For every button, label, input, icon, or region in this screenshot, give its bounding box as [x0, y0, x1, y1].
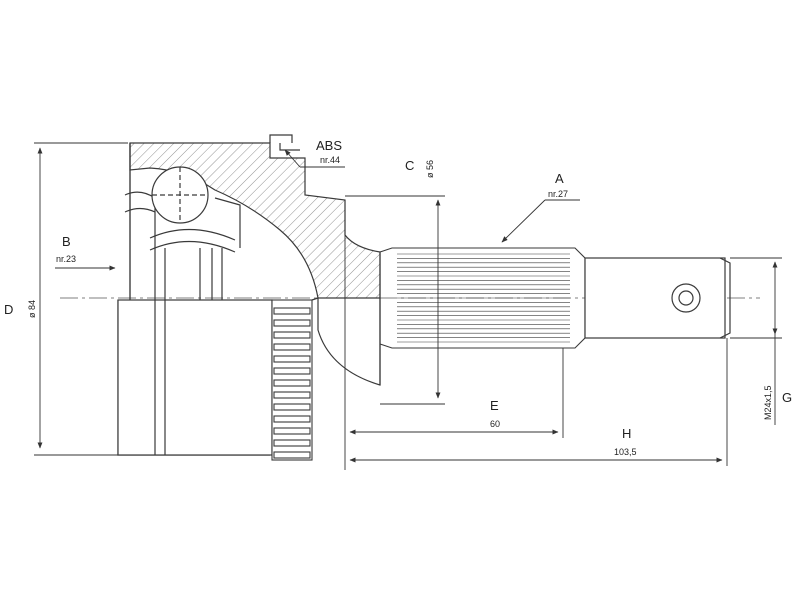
dimension-lines	[34, 142, 782, 470]
abs-tooth	[273, 355, 311, 363]
joint-neck	[311, 252, 381, 386]
label-c-dim: ø 56	[425, 160, 435, 178]
abs-tooth	[273, 379, 311, 387]
label-d: D	[4, 302, 13, 317]
label-h: H	[622, 426, 631, 441]
abs-tooth	[273, 307, 311, 315]
label-g: G	[782, 390, 792, 405]
abs-tooth	[273, 319, 311, 327]
label-h-dim: 103,5	[614, 447, 637, 457]
label-abs: ABS	[316, 138, 342, 153]
label-a-nr: nr.27	[548, 189, 568, 199]
abs-tooth	[273, 367, 311, 375]
label-abs-nr: nr.44	[320, 155, 340, 165]
abs-tooth	[273, 439, 311, 447]
abs-tooth	[273, 415, 311, 423]
label-c: C	[405, 158, 414, 173]
joint-housing	[117, 134, 381, 456]
abs-tooth	[273, 391, 311, 399]
label-b: B	[62, 234, 71, 249]
label-g-dim: M24x1,5	[763, 385, 773, 420]
label-e: E	[490, 398, 499, 413]
label-d-dim: ø 84	[27, 300, 37, 318]
label-e-dim: 60	[490, 419, 500, 429]
abs-tooth	[273, 427, 311, 435]
abs-tooth	[273, 343, 311, 351]
threaded-end	[584, 257, 731, 339]
abs-tooth	[273, 451, 311, 459]
abs-tooth	[273, 403, 311, 411]
splined-shaft	[379, 247, 586, 349]
abs-tooth	[273, 331, 311, 339]
label-b-nr: nr.23	[56, 254, 76, 264]
abs-tone-ring	[271, 299, 313, 461]
label-a: A	[555, 171, 564, 186]
